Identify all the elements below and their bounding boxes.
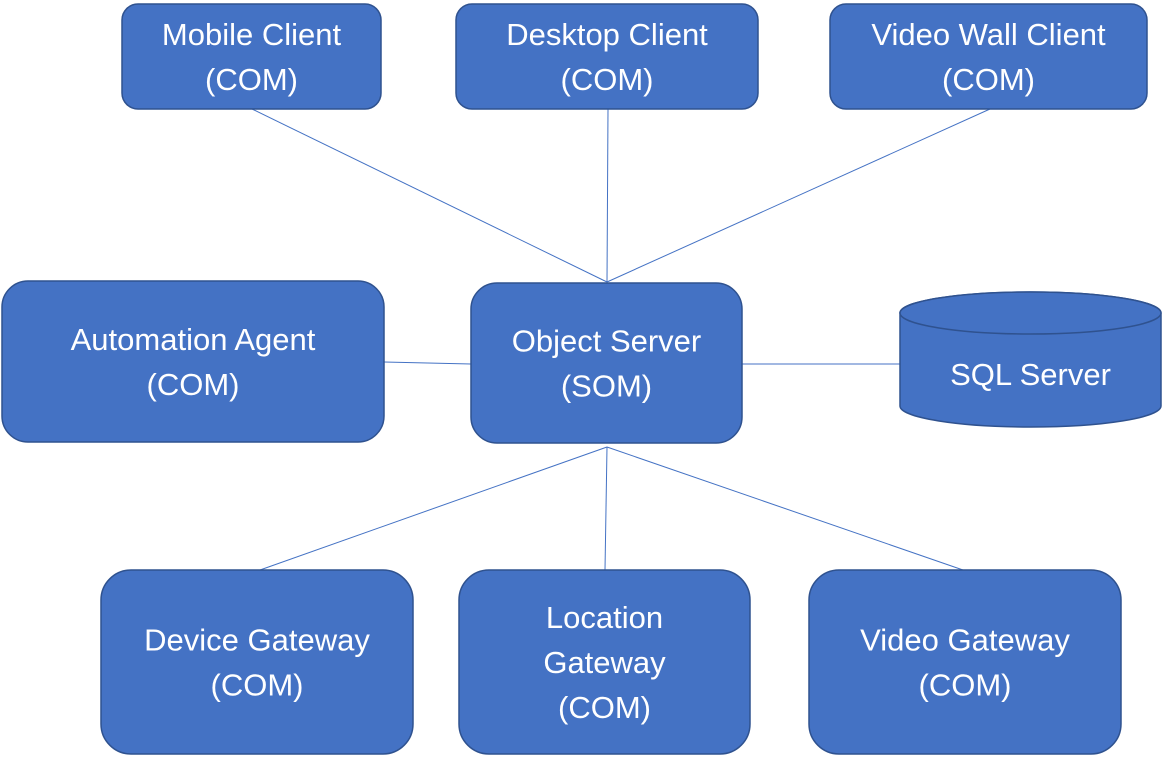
node-label-line: (COM) <box>561 62 654 97</box>
cylinder-top <box>899 291 1162 335</box>
edge-videowall-to-objectserver <box>606 108 991 283</box>
node-label-line: Location <box>546 600 663 635</box>
node-objectserver[interactable]: Object Server (SOM) <box>470 282 743 444</box>
node-device[interactable]: Device Gateway (COM) <box>100 569 414 755</box>
node-label-line: (SOM) <box>561 369 652 404</box>
node-box <box>829 3 1148 110</box>
node-label-line: Object Server <box>512 324 702 359</box>
node-label-line: (COM) <box>205 62 298 97</box>
node-automation[interactable]: Automation Agent (COM) <box>1 280 385 443</box>
edge-desktop-to-objectserver <box>606 108 609 283</box>
node-label-line: Automation Agent <box>71 322 316 357</box>
node-label-line: (COM) <box>558 690 651 725</box>
node-video[interactable]: Video Gateway (COM) <box>808 569 1122 755</box>
node-label-line: (COM) <box>942 62 1035 97</box>
edge-objectserver-to-device <box>259 446 608 571</box>
node-label-line: (COM) <box>211 668 304 703</box>
node-label-line: SQL Server <box>950 357 1111 392</box>
node-mobile[interactable]: Mobile Client (COM) <box>121 3 382 110</box>
node-label-line: Desktop Client <box>506 17 708 52</box>
node-box <box>121 3 382 110</box>
node-videowall[interactable]: Video Wall Client (COM) <box>829 3 1148 110</box>
edge-mobile-to-objectserver <box>251 108 608 283</box>
edge-automation-to-objectserver <box>383 361 472 365</box>
node-box <box>1 280 385 443</box>
node-label-line: (COM) <box>147 367 240 402</box>
node-box <box>470 282 743 444</box>
node-label-line: Device Gateway <box>144 623 370 658</box>
node-box <box>455 3 759 110</box>
node-label-line: Video Gateway <box>860 623 1070 658</box>
edge-objectserver-to-location <box>604 446 608 571</box>
node-desktop[interactable]: Desktop Client (COM) <box>455 3 759 110</box>
node-box <box>808 569 1122 755</box>
edge-objectserver-to-video <box>606 446 964 571</box>
node-label-line: Gateway <box>543 645 666 680</box>
node-label-line: Mobile Client <box>162 17 342 52</box>
node-sql[interactable]: SQL Server <box>899 291 1162 428</box>
node-box <box>100 569 414 755</box>
node-box <box>458 569 751 755</box>
nodes: Mobile Client(COM)Desktop Client(COM)Vid… <box>1 3 1162 755</box>
connections <box>251 108 991 571</box>
node-label-line: (COM) <box>919 668 1012 703</box>
node-label-line: Video Wall Client <box>871 17 1106 52</box>
